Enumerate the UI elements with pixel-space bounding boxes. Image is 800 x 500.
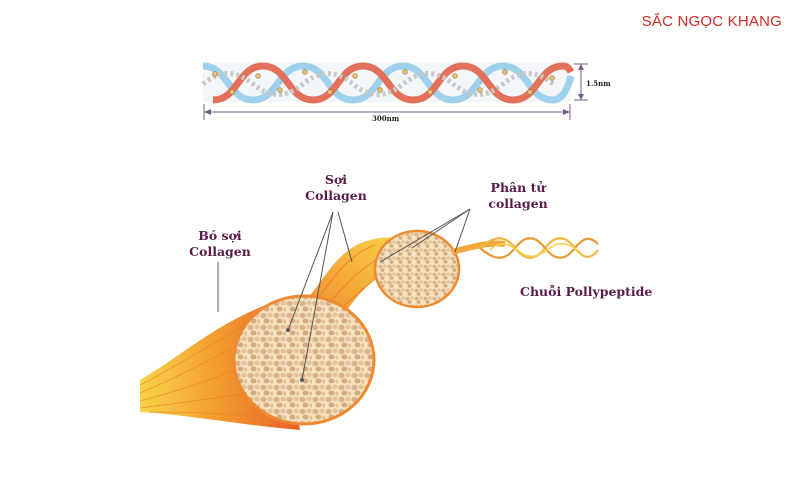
polypeptide-chains	[479, 237, 599, 259]
label-collagen-molecule-line1: Phân tử	[490, 180, 546, 195]
label-collagen-fiber-line1: Sợi	[324, 172, 348, 187]
label-polypeptide-chain: Chuỗi Pollypeptide	[520, 284, 653, 299]
helix-strand-red	[212, 62, 575, 104]
helix-diameter-label: 1.5nm	[586, 79, 611, 88]
label-collagen-fiber: Sợi Collagen	[296, 172, 376, 204]
label-collagen-fiber-line2: Collagen	[305, 188, 367, 203]
brand-logo-text: SẮC NGỌC KHANG	[641, 13, 782, 30]
helix-strand-beaded	[201, 71, 555, 97]
label-collagen-bundle-line1: Bó sợi	[198, 228, 242, 243]
label-collagen-bundle: Bó sợi Collagen	[180, 228, 260, 260]
molecule-cross-section	[373, 229, 461, 309]
label-collagen-molecule-line2: collagen	[488, 196, 548, 211]
triple-helix-illustration	[201, 62, 588, 120]
label-collagen-bundle-line2: Collagen	[189, 244, 251, 259]
helix-length-label: 300nm	[372, 114, 400, 123]
helix-beads	[212, 69, 555, 95]
label-collagen-molecule: Phân tử collagen	[478, 180, 558, 212]
collagen-fiber-illustration	[139, 208, 599, 430]
fiber-cross-section	[232, 294, 376, 426]
pointer-lines	[217, 208, 471, 381]
